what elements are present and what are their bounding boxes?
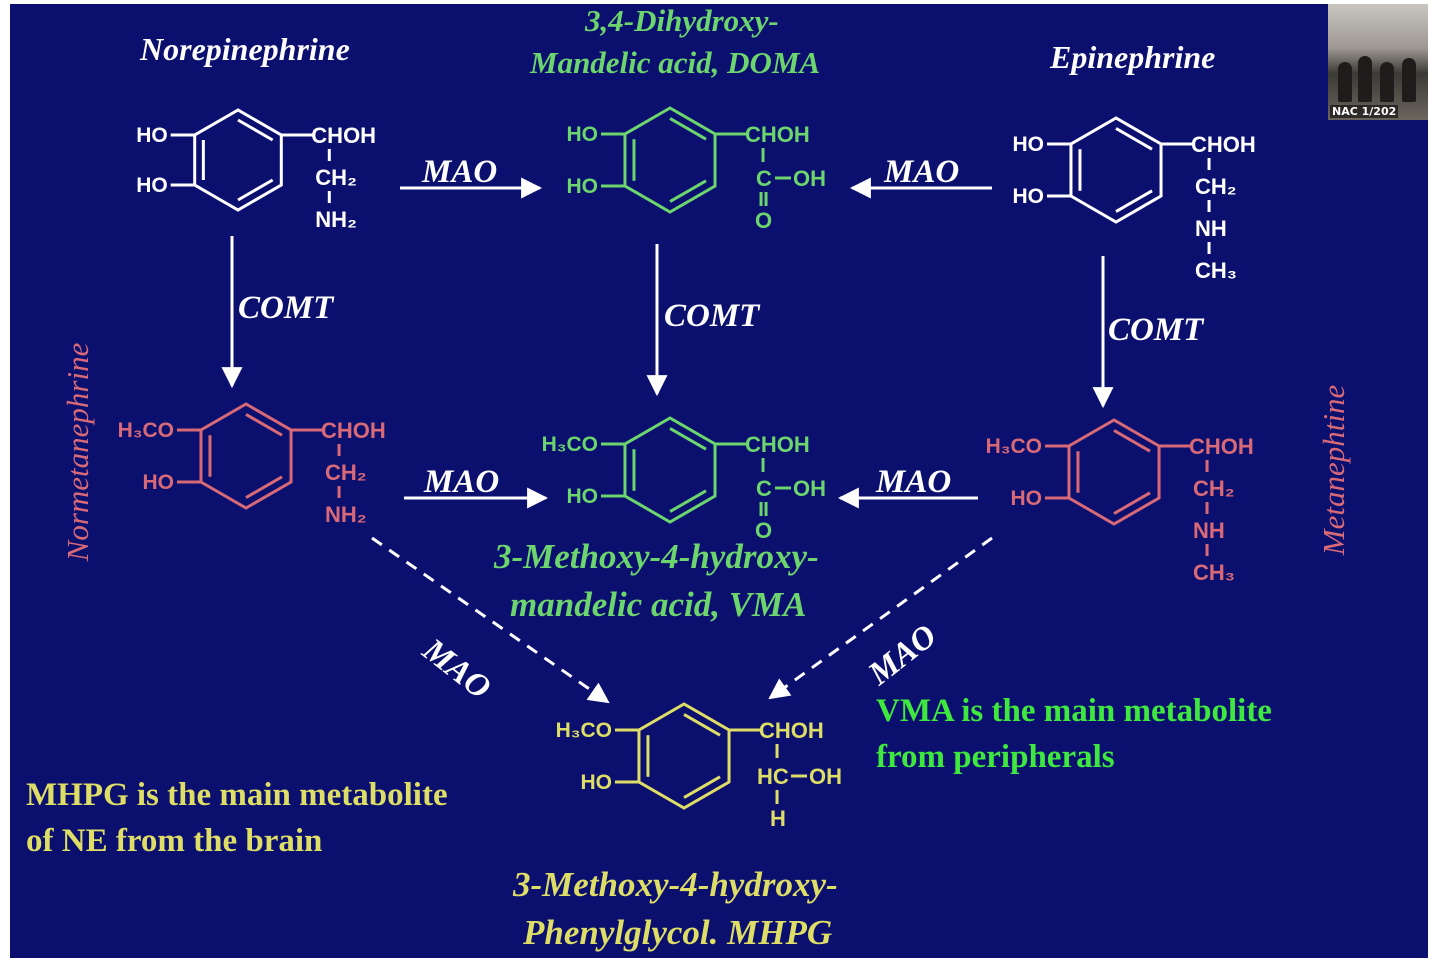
mhpg-double-bond-0 (683, 713, 721, 737)
norepinephrine-side-choh: CHOH (311, 123, 376, 148)
vma-double-bond-0 (669, 427, 707, 451)
vma-ring (623, 416, 717, 524)
doma-name-line1: 3,4-Dihydroxy- (585, 4, 779, 38)
norepinephrine-double-bond-2 (237, 178, 274, 202)
epinephrine-side-n: NH (1195, 216, 1227, 241)
arrow-mn-to-mhpg (768, 536, 993, 700)
metanephrine-side-n: NH (1193, 518, 1225, 543)
mao-label-ne-doma: MAO (422, 154, 498, 190)
vma-side-c: C (756, 476, 772, 501)
comt-label-ne: COMT (238, 290, 334, 326)
normetanephrine-double-bond-2 (245, 475, 283, 499)
mhpg-ring (637, 702, 731, 810)
arrow-nmn-to-mhpg (371, 536, 610, 704)
doma-double-bond-2 (669, 179, 707, 203)
vma-sub2-label: HO (566, 485, 598, 508)
mhpg-side-choh: CHOH (759, 718, 824, 743)
epinephrine-side-ch2: CH₂ (1195, 174, 1237, 199)
doma-side-oh: OH (793, 166, 826, 191)
doma-side-c: C (756, 166, 772, 191)
metanephrine-side-choh: CHOH (1189, 434, 1254, 459)
epinephrine-name: Epinephrine (1050, 39, 1216, 75)
mhpg-side-h: H (770, 806, 786, 831)
norepinephrine-ring (193, 108, 283, 212)
norepinephrine-sub2-label: HO (136, 174, 168, 197)
doma-side-choh: CHOH (745, 122, 810, 147)
vma-name-line2: mandelic acid, VMA (510, 585, 807, 624)
mhpg-double-bond-2 (683, 775, 721, 799)
mao-label-epi-doma: MAO (884, 154, 960, 190)
metanephrine-double-bond-2 (1113, 491, 1151, 515)
vma-side-oh: OH (793, 476, 826, 501)
normetanephrine-name: Normetanephrine (60, 342, 95, 562)
epinephrine-sub2-label: HO (1012, 185, 1044, 208)
vma-name-line1: 3-Methoxy-4-hydroxy- (494, 537, 819, 576)
epinephrine-side-choh: CHOH (1191, 132, 1256, 157)
comt-label-epi: COMT (1108, 312, 1204, 348)
epinephrine-double-bond-2 (1115, 189, 1153, 213)
doma-side-o: O (755, 208, 772, 233)
webcam-thumbnail: NAC 1/202 (1328, 4, 1428, 120)
mhpg-note-line2: of NE from the brain (26, 823, 323, 859)
normetanephrine-sub1-label: H₃CO (118, 419, 174, 442)
normetanephrine-ring (199, 402, 293, 510)
mhpg-side-oh: OH (809, 764, 842, 789)
mao-label-nmn-vma: MAO (424, 464, 500, 500)
mhpg-name-line2: Phenylglycol. MHPG (523, 913, 833, 952)
epinephrine-side-ch3: CH₃ (1195, 258, 1237, 283)
metanephrine-side-ch3: CH₃ (1193, 560, 1235, 585)
vma-side-o: O (755, 518, 772, 543)
vma-double-bond-2 (669, 489, 707, 513)
doma-double-bond-0 (669, 117, 707, 141)
epinephrine-double-bond-0 (1115, 127, 1153, 151)
norepinephrine-side-n: NH₂ (315, 207, 357, 232)
mhpg-name-line1: 3-Methoxy-4-hydroxy- (513, 865, 838, 904)
norepinephrine-name: Norepinephrine (140, 31, 350, 67)
doma-sub1-label: HO (566, 123, 598, 146)
doma-sub2-label: HO (566, 175, 598, 198)
metanephrine-side-ch2: CH₂ (1193, 476, 1235, 501)
normetanephrine-sub2-label: HO (142, 471, 174, 494)
mhpg-side-hc: HC (757, 764, 789, 789)
norepinephrine-sub1-label: HO (136, 124, 168, 147)
metanephrine-name: Metanephtine (1316, 384, 1351, 556)
metanephrine-double-bond-0 (1113, 429, 1151, 453)
vma-side-choh: CHOH (745, 432, 810, 457)
normetanephrine-side-choh: CHOH (321, 418, 386, 443)
vma-note-line2: from peripherals (876, 739, 1115, 775)
epinephrine-sub1-label: HO (1012, 133, 1044, 156)
doma-name-line2: Mandelic acid, DOMA (530, 45, 821, 80)
mhpg-sub2-label: HO (580, 771, 612, 794)
doma-ring (623, 106, 717, 214)
norepinephrine-double-bond-0 (237, 118, 274, 142)
mao-label-mn-vma: MAO (876, 464, 952, 500)
vma-note-line1: VMA is the main metabolite (876, 693, 1272, 729)
norepinephrine-side-ch2: CH₂ (315, 165, 357, 190)
comt-label-doma: COMT (664, 298, 760, 334)
normetanephrine-side-n: NH₂ (325, 502, 367, 527)
mhpg-note-line1: MHPG is the main metabolite (26, 777, 448, 813)
metanephrine-ring (1067, 418, 1161, 526)
mhpg-sub1-label: H₃CO (556, 719, 612, 742)
vma-sub1-label: H₃CO (542, 433, 598, 456)
epinephrine-ring (1069, 116, 1163, 224)
normetanephrine-double-bond-0 (245, 413, 283, 437)
normetanephrine-side-ch2: CH₂ (325, 460, 367, 485)
metanephrine-sub1-label: H₃CO (986, 435, 1042, 458)
webcam-tag: NAC 1/202 (1330, 105, 1399, 118)
metanephrine-sub2-label: HO (1010, 487, 1042, 510)
